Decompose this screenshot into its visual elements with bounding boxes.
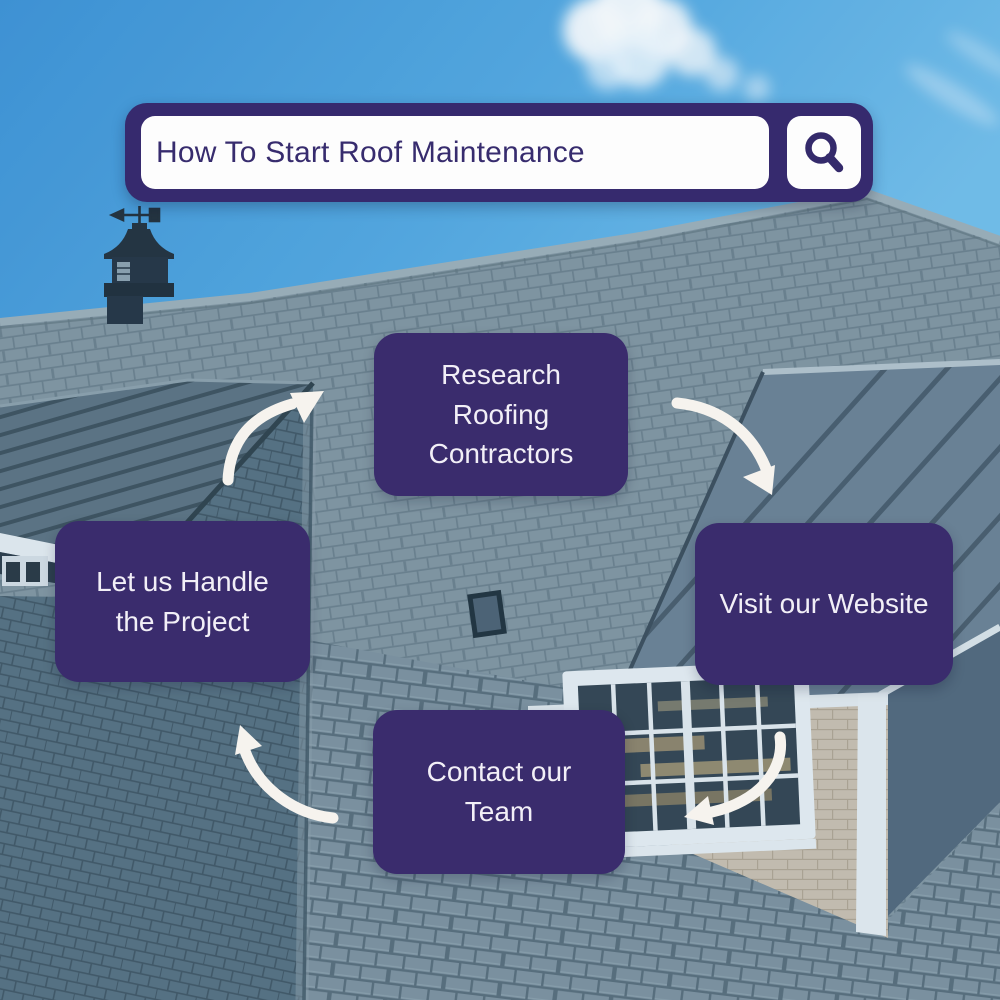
step-label: Research Roofing Contractors	[428, 358, 574, 470]
dormer-corner-board	[856, 693, 886, 936]
cupola	[104, 206, 174, 324]
clouds	[0, 0, 1000, 356]
roof-valley	[295, 399, 317, 1000]
skylight	[467, 589, 507, 639]
search-icon	[805, 131, 844, 172]
search-input[interactable]: How To Start Roof Maintenance	[141, 116, 769, 189]
step-label: Visit our Website	[719, 588, 929, 620]
step-label: Let us Handle the Project	[96, 565, 269, 637]
dormer-shadow-wall	[886, 628, 1000, 917]
ridge-shadow-line	[0, 197, 1000, 329]
step-card-handle: Let us Handle the Project	[55, 521, 310, 682]
step-card-research: Research Roofing Contractors	[374, 333, 628, 496]
search-button[interactable]	[787, 116, 861, 189]
search-bar: How To Start Roof Maintenance	[125, 103, 873, 202]
step-card-visit: Visit our Website	[695, 523, 953, 685]
step-label: Contact our Team	[426, 756, 572, 827]
step-card-contact: Contact our Team	[373, 710, 625, 874]
search-query-text: How To Start Roof Maintenance	[156, 135, 585, 169]
ridge-cap	[0, 188, 1000, 326]
roof-valley-crease	[302, 394, 314, 1000]
